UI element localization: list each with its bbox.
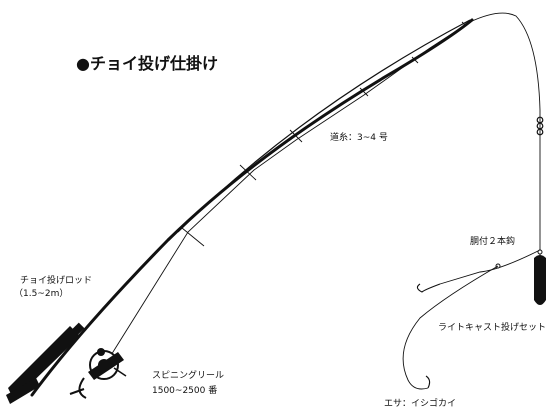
rig-label: ライトキャスト投げセット	[438, 323, 547, 333]
sinker	[534, 255, 546, 305]
hook-lower	[425, 375, 431, 389]
page-title: ●チョイ投げ仕掛け	[76, 54, 218, 73]
hook-upper	[416, 283, 441, 293]
hooks-label: 胴付２本鈎	[470, 237, 516, 247]
rod-name-label: チョイ投げロッド	[20, 276, 93, 286]
line-guides	[181, 21, 467, 247]
branch-line-lower	[402, 265, 499, 390]
line-label: 道糸：3~4 号	[330, 133, 388, 143]
reel-name-label: スピニングリール	[152, 371, 225, 381]
swivel	[536, 116, 544, 136]
reel-size-label: 1500~2500 番	[152, 386, 218, 396]
branch-line-upper	[439, 249, 541, 285]
rod-length-label: （1.5~2m）	[14, 289, 69, 299]
rod-blank	[30, 18, 474, 397]
bait-label: エサ：イシゴカイ	[384, 399, 457, 409]
spinning-reel	[69, 348, 127, 399]
